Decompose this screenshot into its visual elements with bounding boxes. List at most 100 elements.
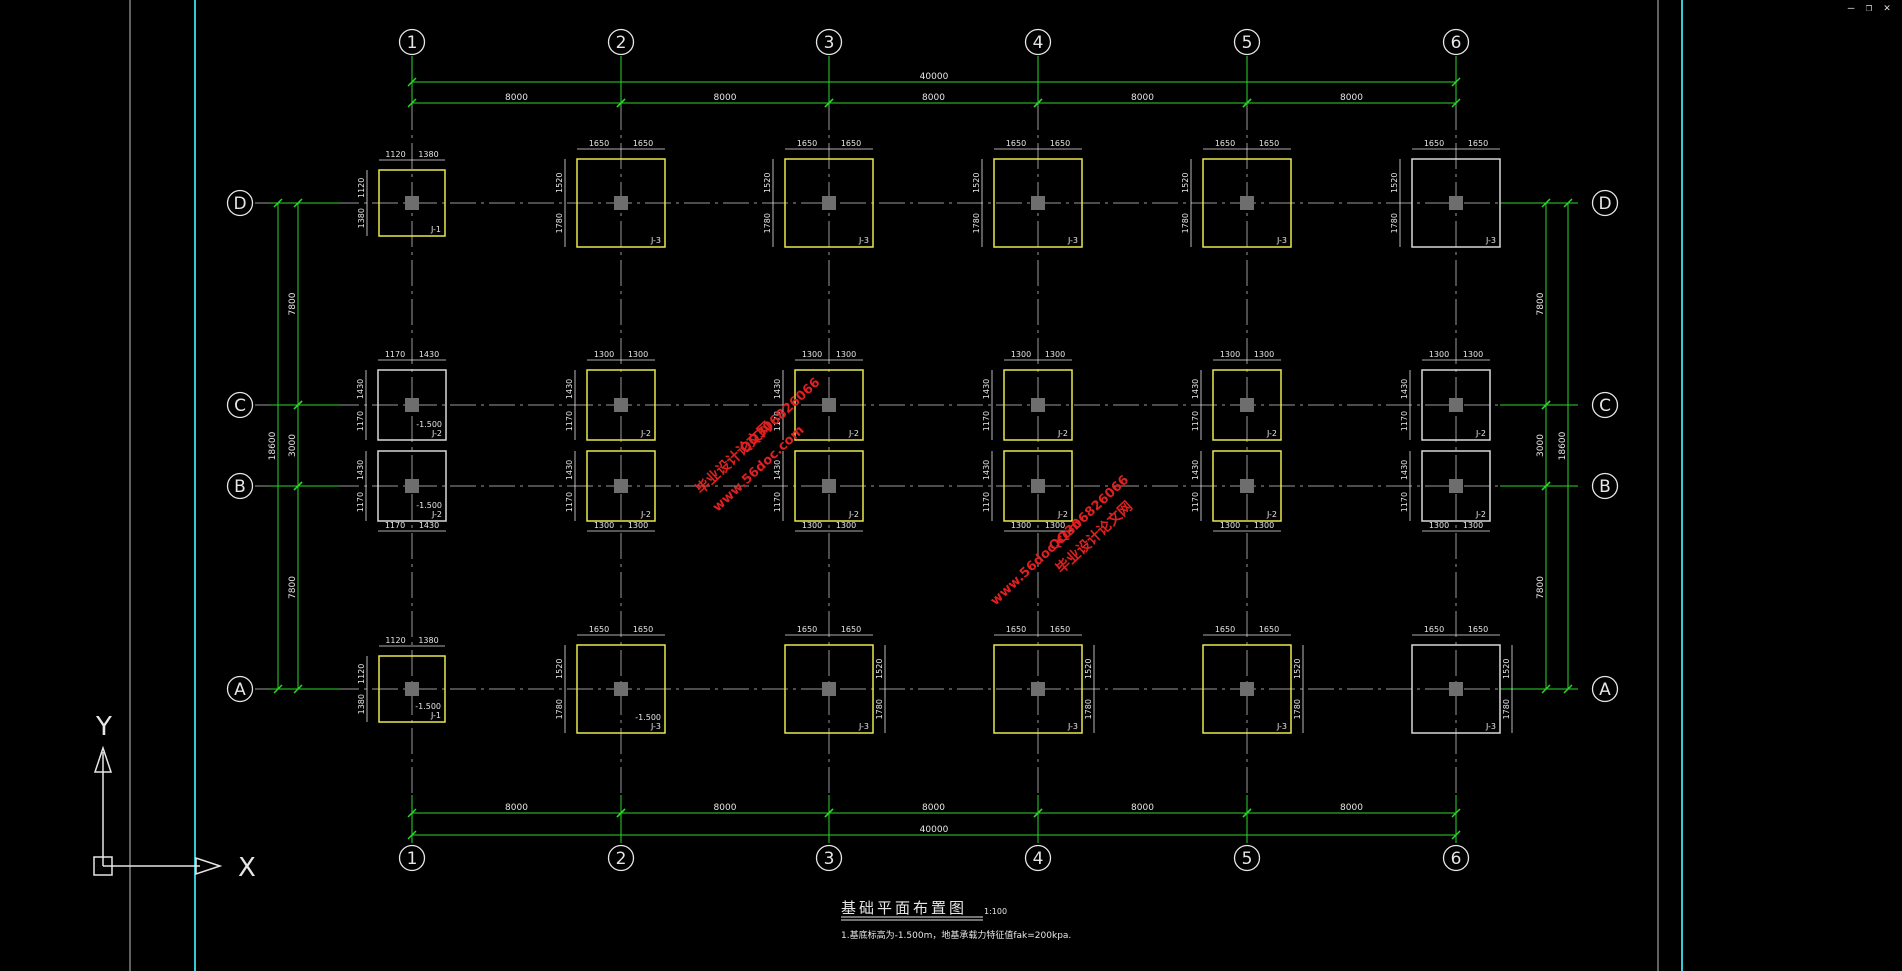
footing-j2-1456-405 xyxy=(1421,369,1491,441)
footing-j1-412-203-column xyxy=(405,196,419,210)
footing-j2-1247-405-column xyxy=(1240,398,1254,412)
footing-j2-829-405-column xyxy=(822,398,836,412)
footing-j2-621-405-label: J-2 xyxy=(640,429,651,438)
footing-j2-621-405-tdim-b: 1300 xyxy=(628,350,648,359)
minimize-button[interactable]: – xyxy=(1847,1,1855,14)
footing-j2-621-486-sdim-a: 1430 xyxy=(565,460,574,480)
footing-j3-1038-689-column xyxy=(1031,682,1045,696)
footing-j3-1247-203-tdim-a: 1650 xyxy=(1215,139,1235,148)
footing-j3-621-689 xyxy=(576,644,666,734)
ucs-origin-box xyxy=(93,856,113,876)
ucs-y-arrow xyxy=(93,745,113,773)
footing-j2-1456-486-column xyxy=(1449,479,1463,493)
dim-bottom-span-3-text: 8000 xyxy=(922,803,945,813)
footing-j3-621-203 xyxy=(576,158,666,248)
grid-bubble-right-D-label: D xyxy=(1598,194,1611,214)
footing-j3-1247-689-sdim-b: 1780 xyxy=(1293,699,1302,719)
footing-j2-1456-405-tdim-a: 1300 xyxy=(1429,350,1449,359)
grid-bubble-top-5-label: 5 xyxy=(1242,33,1253,53)
footing-j3-1038-689-tdim-b: 1650 xyxy=(1050,625,1070,634)
dim-right-span-1-text: 7800 xyxy=(1536,292,1546,315)
footing-j3-621-689-sdim-b: 1780 xyxy=(555,699,564,719)
footing-j2-621-405-sdim-b: 1170 xyxy=(565,411,574,431)
footing-j3-1456-203-tdim-b: 1650 xyxy=(1468,139,1488,148)
footing-j2-1247-405-label: J-2 xyxy=(1266,429,1277,438)
grid-bubble-left-C-label: C xyxy=(234,396,246,416)
footing-j2-1038-486-label: J-2 xyxy=(1057,510,1068,519)
footing-j1-412-689-sdim-a: 1120 xyxy=(357,664,366,684)
footing-j3-1456-689-tdim-a: 1650 xyxy=(1424,625,1444,634)
footing-j3-1247-689 xyxy=(1202,644,1292,734)
footing-j3-1456-689-sdim-a: 1520 xyxy=(1502,659,1511,679)
footing-j2-829-405-label: J-2 xyxy=(848,429,859,438)
footing-j2-829-486-column xyxy=(822,479,836,493)
grid-bubble-bottom-3-circle xyxy=(815,844,843,872)
footing-j2-829-486-label: J-2 xyxy=(848,510,859,519)
dim-left-span-1-text: 7800 xyxy=(288,292,298,315)
footing-j3-1038-203-sdim-b: 1780 xyxy=(972,213,981,233)
footing-j2-1247-486-sdim-a: 1430 xyxy=(1191,460,1200,480)
footing-j1-412-203-sdim-a: 1120 xyxy=(357,178,366,198)
footing-j2-1247-486 xyxy=(1212,450,1282,522)
footing-j1-412-689 xyxy=(378,655,446,723)
footing-j2-1038-405-sdim-b: 1170 xyxy=(982,411,991,431)
grid-bubble-bottom-6-circle xyxy=(1442,844,1470,872)
footing-j3-829-689-sdim-b: 1780 xyxy=(875,699,884,719)
grid-bubble-bottom-2-circle xyxy=(607,844,635,872)
close-button[interactable]: ✕ xyxy=(1883,1,1891,14)
footing-j3-829-203-sdim-a: 1520 xyxy=(763,173,772,193)
footing-j1-412-203 xyxy=(378,169,446,237)
footing-j2-1456-486 xyxy=(1421,450,1491,522)
dim-bottom-span-1-text: 8000 xyxy=(505,803,528,813)
dim-top-total-text: 40000 xyxy=(920,72,949,82)
footing-j1-412-203-tdim-b: 1380 xyxy=(418,150,438,159)
footing-j2-412-405 xyxy=(377,369,447,441)
footing-j2-412-405-tdim-b: 1430 xyxy=(419,350,439,359)
footing-j2-412-405-tdim-a: 1170 xyxy=(385,350,405,359)
footing-j3-1247-689-tdim-a: 1650 xyxy=(1215,625,1235,634)
footing-j2-1247-486-label: J-2 xyxy=(1266,510,1277,519)
footing-j2-621-405 xyxy=(586,369,656,441)
footing-j2-412-486 xyxy=(377,450,447,522)
grid-bubble-left-C-circle xyxy=(226,391,254,419)
watermark-1: 毕业设计论文网 QQ306826066 www.56doc.com xyxy=(692,375,823,515)
footing-j3-1456-689-label: J-3 xyxy=(1485,722,1496,731)
footing-j2-412-405-label: J-2 xyxy=(431,429,442,438)
grid-bubble-bottom-4-circle xyxy=(1024,844,1052,872)
dim-tick xyxy=(407,98,417,108)
grid-bubble-bottom-4-label: 4 xyxy=(1033,849,1044,869)
footing-j2-412-405-sdim-a: 1430 xyxy=(356,379,365,399)
footing-j2-1038-405-column xyxy=(1031,398,1045,412)
footing-j1-412-689-tdim-b: 1380 xyxy=(418,636,438,645)
grid-bubble-bottom-6-label: 6 xyxy=(1451,849,1462,869)
dim-tick xyxy=(616,98,626,108)
footing-j2-1038-405-sdim-a: 1430 xyxy=(982,379,991,399)
footing-j3-1456-203-column xyxy=(1449,196,1463,210)
footing-j3-621-689-label: J-3 xyxy=(650,722,661,731)
footing-j2-829-486-sdim-b: 1170 xyxy=(773,492,782,512)
dim-top-span-5-text: 8000 xyxy=(1340,93,1363,103)
ucs-x-arrow xyxy=(195,856,223,876)
footing-j3-829-203-tdim-a: 1650 xyxy=(797,139,817,148)
footing-j2-829-486-sdim-a: 1430 xyxy=(773,460,782,480)
footing-j3-829-689-tdim-b: 1650 xyxy=(841,625,861,634)
dim-tick xyxy=(407,77,417,87)
footing-j3-829-203-sdim-b: 1780 xyxy=(763,213,772,233)
footing-j2-1038-486-tdim-b: 1300 xyxy=(1045,521,1065,530)
footing-j3-829-689-label: J-3 xyxy=(858,722,869,731)
restore-button[interactable]: ❐ xyxy=(1865,1,1873,14)
grid-bubble-top-6-circle xyxy=(1442,28,1470,56)
footing-j2-412-486-column xyxy=(405,479,419,493)
dim-right-span-2-text: 3000 xyxy=(1536,434,1546,457)
footing-j2-621-486-tdim-b: 1300 xyxy=(628,521,648,530)
footing-j2-621-486-sdim-b: 1170 xyxy=(565,492,574,512)
grid-bubble-bottom-5-label: 5 xyxy=(1242,849,1253,869)
footing-j3-1247-203-column xyxy=(1240,196,1254,210)
footing-j3-829-689 xyxy=(784,644,874,734)
grid-bubble-bottom-5-circle xyxy=(1233,844,1261,872)
footing-j3-1247-203-sdim-b: 1780 xyxy=(1181,213,1190,233)
footing-j2-1038-405-tdim-a: 1300 xyxy=(1011,350,1031,359)
